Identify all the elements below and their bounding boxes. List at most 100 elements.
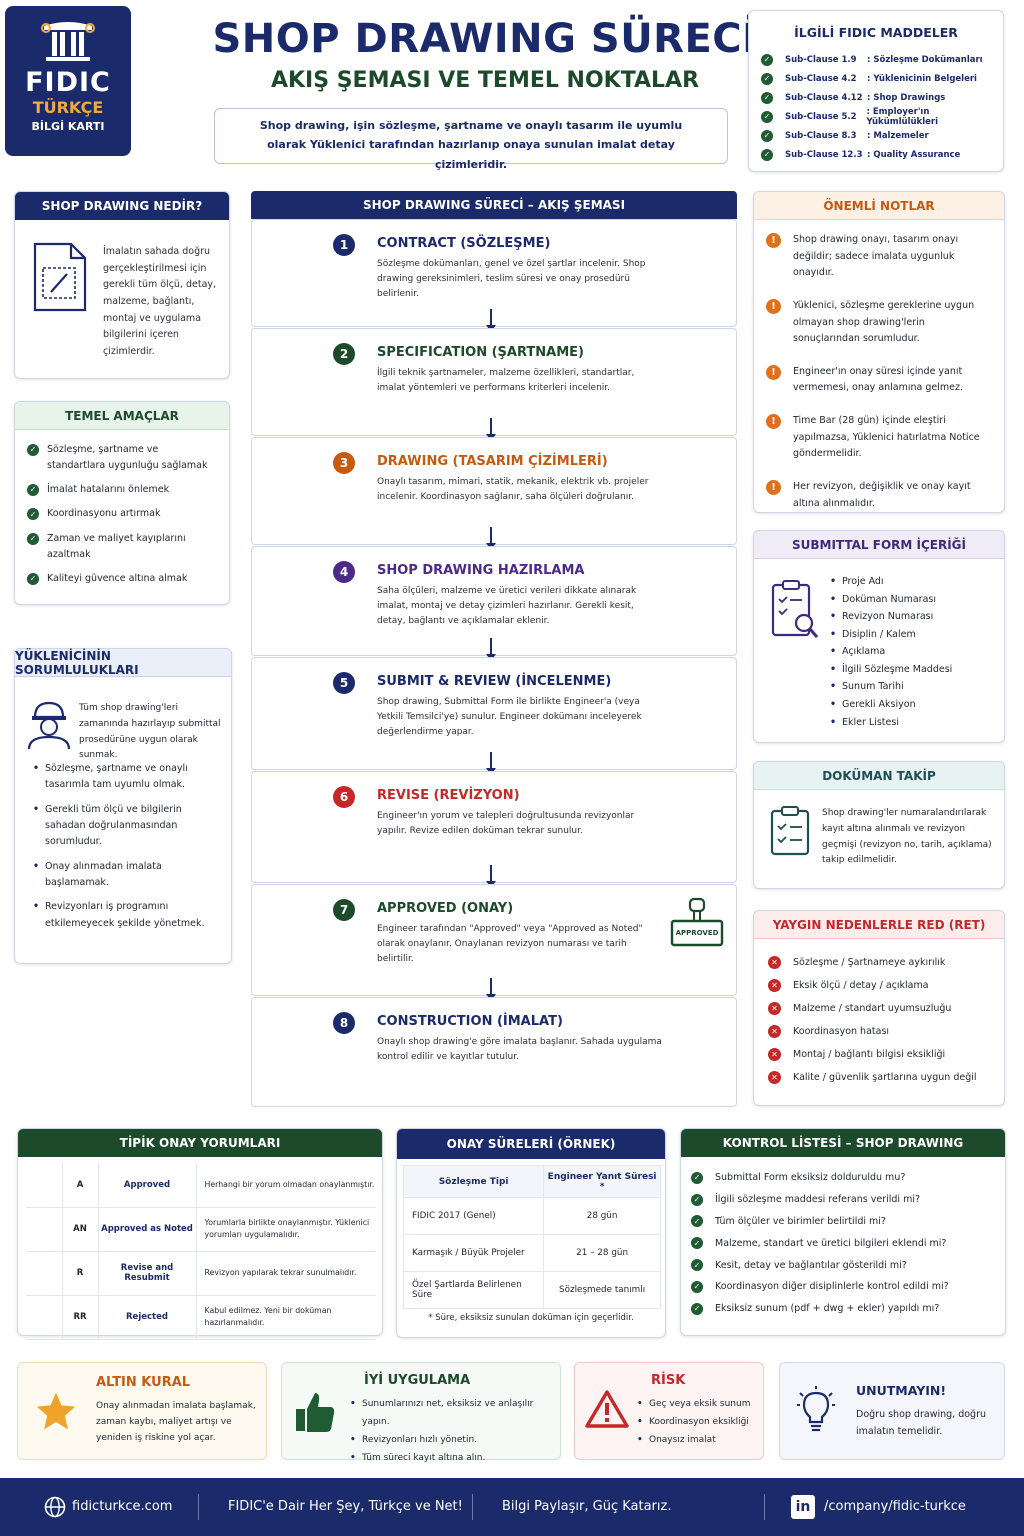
checklist-item: ✓Tüm ölçüler ve birimler belirtildi mi?	[691, 1211, 995, 1233]
check-icon: ✓	[27, 484, 39, 497]
step-text: İlgili teknik şartnameler, malzeme özell…	[377, 368, 635, 393]
amac-text: Zaman ve maliyet kayıplarını azaltmak	[47, 532, 186, 560]
amac-item: ✓Kaliteyi güvence altına almak	[27, 571, 219, 587]
exclamation-icon: !	[766, 364, 781, 380]
submittal-item: Revizyon Numarası	[830, 608, 952, 626]
amac-text: Sözleşme, şartname ve standartlara uygun…	[47, 444, 208, 472]
check-icon: ✓	[27, 532, 39, 545]
logo-line1: FIDIC	[25, 67, 111, 98]
flow-arrow	[486, 309, 496, 332]
clipboard-search-icon	[670, 670, 724, 724]
sorumluluk-item: Sözleşme, şartname ve onaylı tasarımla t…	[33, 761, 219, 794]
step-title: CONTRACT (SÖZLEŞME)	[377, 236, 551, 251]
sureler-title: ONAY SÜRELERİ (ÖRNEK)	[397, 1129, 665, 1159]
footer-site-link[interactable]: fidicturkce.com	[72, 1499, 173, 1514]
checklist-text: Submittal Form eksiksiz dolduruldu mu?	[715, 1172, 906, 1184]
x-circle-icon: ✕	[768, 1025, 781, 1038]
check-icon: ✓	[27, 444, 39, 456]
check-icon: ✓	[761, 148, 773, 161]
document-pen-icon	[670, 232, 724, 286]
flow-arrow	[486, 418, 496, 441]
checklist-text: Tüm ölçüler ve birimler belirtildi mi?	[715, 1215, 886, 1227]
takip-title: DOKÜMAN TAKİP	[754, 762, 1004, 790]
check-icon: ✓	[691, 1259, 703, 1272]
flow-arrow	[486, 752, 496, 775]
monitor-drawing-icon	[670, 559, 724, 613]
submittal-item: Gerekli Aksiyon	[830, 696, 952, 714]
step-number-badge: 3	[333, 452, 355, 474]
step-title: SUBMIT & REVIEW (İNCELENME)	[377, 674, 612, 689]
reject-reason: ✕Eksik ölçü / detay / açıklama	[768, 974, 992, 997]
iyi-uygulama-list: Sunumlarınızı net, eksiksiz ve anlaşılır…	[350, 1395, 560, 1467]
warning-icon	[585, 1390, 629, 1428]
response-time: 28 gün	[543, 1197, 661, 1235]
step-number-badge: 7	[333, 899, 355, 921]
step-title: SHOP DRAWING HAZIRLAMA	[377, 563, 585, 578]
checklist-item: ✓İlgili sözleşme maddesi referans verild…	[691, 1189, 995, 1211]
page-subtitle: AKIŞ ŞEMASI VE TEMEL NOKTALAR	[270, 68, 700, 93]
fidic-clause-desc: : Employer'ın Yükümlülükleri	[866, 106, 938, 127]
step-number-badge: 4	[333, 561, 355, 583]
takip-card: DOKÜMAN TAKİP Shop drawing'ler numaralan…	[753, 761, 1005, 889]
footer-divider	[764, 1494, 765, 1520]
note-text: Yüklenici, sözleşme gereklerine uygun ol…	[793, 299, 975, 345]
exclamation-icon: !	[766, 479, 781, 495]
amac-text: İmalat hatalarını önlemek	[47, 484, 170, 496]
monitor-icon	[266, 559, 320, 613]
approval-code: AN	[62, 1207, 99, 1251]
fidic-clause-desc: : Malzemeler	[867, 130, 929, 141]
amaclar-list: ✓ Sözleşme, şartname ve standartlara uygu…	[15, 430, 229, 587]
submittal-item: Doküman Numarası	[830, 591, 952, 609]
checklist-item: ✓Kesit, detay ve bağlantılar gösterildi …	[691, 1254, 995, 1276]
footer-divider	[198, 1494, 199, 1520]
amac-item: ✓ Zaman ve maliyet kayıplarını azaltmak	[27, 531, 219, 563]
flow-title: SHOP DRAWING SÜRECİ – AKIŞ ŞEMASI	[251, 191, 737, 219]
check-icon: ✓	[761, 110, 773, 123]
fidic-clause-number: Sub-Clause 12.3	[785, 149, 863, 160]
refresh-arrows-icon	[266, 784, 320, 838]
handshake-icon	[266, 232, 320, 286]
logo-line3: BİLGİ KARTI	[31, 120, 105, 133]
logo-badge: FIDIC TÜRKÇE BİLGİ KARTI	[5, 6, 131, 156]
altin-kural-card: ALTIN KURAL Onay alınmadan imalata başla…	[17, 1362, 267, 1460]
worker-icon	[27, 701, 71, 750]
reject-reason-text: Montaj / bağlantı bilgisi eksikliği	[793, 1049, 946, 1060]
fidic-clause-number: Sub-Clause 4.2	[785, 73, 857, 84]
sorumluluk-item: Gerekli tüm ölçü ve bilgilerin sahadan d…	[33, 802, 219, 851]
approval-code-icon-cell	[26, 1251, 63, 1295]
checklist-item: ✓Submittal Form eksiksiz dolduruldu mu?	[691, 1167, 995, 1189]
check-icon: ✓	[691, 1237, 703, 1250]
note-item: !Shop drawing onayı, tasarım onayı değil…	[766, 232, 992, 282]
amac-item: ✓Koordinasyonu artırmak	[27, 506, 219, 522]
submittal-item: Proje Adı	[830, 573, 952, 591]
checklist-item: ✓Koordinasyon diğer disiplinlerle kontro…	[691, 1276, 995, 1298]
fidic-clauses-list: ✓Sub-Clause 1.9: Sözleşme Dokümanları✓Su…	[749, 50, 1003, 164]
flow-arrow	[486, 638, 496, 661]
check-icon: ✓	[761, 129, 773, 142]
approval-code-desc: Herhangi bir yorum olmadan onaylanmıştır…	[204, 1179, 375, 1189]
checklist-item: ✓Malzeme, standart ve üretici bilgileri …	[691, 1232, 995, 1254]
approval-code: R	[62, 1251, 99, 1295]
note-item: !Time Bar (28 gün) içinde eleştiri yapıl…	[766, 413, 992, 463]
flow-arrow	[486, 865, 496, 888]
footer-linkedin-link[interactable]: /company/fidic-turkce	[824, 1499, 966, 1514]
submittal-item: Disiplin / Kalem	[830, 626, 952, 644]
approval-code-icon-cell	[26, 1207, 63, 1251]
step-text: Onaylı shop drawing'e göre imalata başla…	[377, 1037, 662, 1062]
check-icon: ✓	[761, 91, 773, 104]
sorumluluk-card: YÜKLENİCİNİN SORUMLULUKLARI Tüm shop dra…	[14, 648, 232, 964]
note-item: !Her revizyon, değişiklik ve onay kayıt …	[766, 479, 992, 512]
nedir-text: İmalatın sahada doğru gerçekleştirilmesi…	[103, 246, 217, 357]
step-text: Sözleşme dokümanları, genel ve özel şart…	[377, 259, 646, 299]
contract-type: Özel Şartlarda Belirlenen Süre	[402, 1271, 545, 1309]
approval-code: RR	[62, 1295, 99, 1339]
check-icon: ✓	[761, 72, 773, 85]
